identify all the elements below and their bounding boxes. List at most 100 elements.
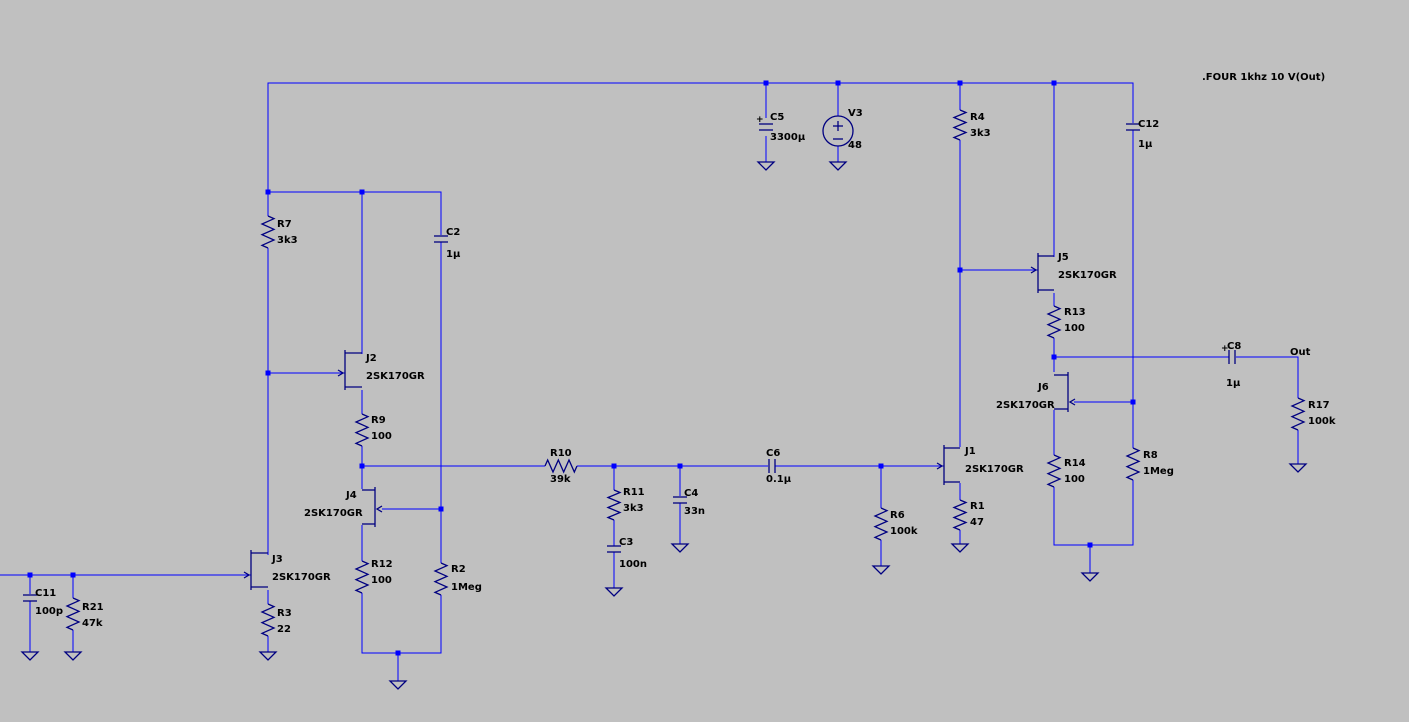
r6-component[interactable] — [873, 507, 889, 541]
svg-text:+: + — [1221, 344, 1229, 354]
c8-component[interactable]: + — [1221, 344, 1236, 364]
r10-value-label: 39k — [550, 474, 571, 485]
r14-name-label: R14 — [1064, 458, 1086, 469]
j2-value-label: 2SK170GR — [366, 371, 425, 382]
r11-name-label: R11 — [623, 487, 645, 498]
junction-dot — [359, 189, 365, 195]
j6-name-label: J6 — [1037, 382, 1049, 393]
junctions — [27, 80, 1136, 656]
ground-icon — [950, 543, 970, 553]
r12-name-label: R12 — [371, 559, 393, 570]
junction-dot — [957, 80, 963, 86]
junction-dot — [611, 463, 617, 469]
r4-name-label: R4 — [970, 112, 985, 123]
c5-component[interactable]: + — [756, 115, 773, 131]
j1-value-label: 2SK170GR — [965, 464, 1024, 475]
j5-component[interactable] — [1030, 253, 1054, 293]
wire — [1236, 356, 1299, 398]
c2-component[interactable] — [434, 235, 448, 243]
j4-name-label: J4 — [345, 490, 357, 501]
c11-component[interactable] — [23, 594, 37, 602]
j3-component[interactable] — [243, 550, 268, 590]
junction-dot — [677, 463, 683, 469]
ground-icon — [20, 651, 40, 661]
c6-component[interactable] — [768, 459, 776, 473]
ground-icon — [258, 651, 278, 661]
c5-value-label: 3300µ — [770, 132, 806, 143]
junction-dot — [359, 463, 365, 469]
c4-value-label: 33n — [684, 506, 705, 517]
r11-component[interactable] — [606, 489, 622, 521]
r7-component[interactable] — [260, 215, 276, 249]
c2-value-label: 1µ — [446, 249, 461, 260]
ground-icon — [1080, 572, 1100, 582]
c6-value-label: 0.1µ — [766, 474, 792, 485]
wire — [361, 593, 442, 654]
c2-name-label: C2 — [446, 227, 460, 238]
junction-dot — [878, 463, 884, 469]
r13-name-label: R13 — [1064, 307, 1086, 318]
j3-value-label: 2SK170GR — [272, 572, 331, 583]
c8-value-label: 1µ — [1226, 378, 1241, 389]
r4-value-label: 3k3 — [970, 128, 991, 139]
c8-name-label: C8 — [1227, 341, 1241, 352]
r7-value-label: 3k3 — [277, 235, 298, 246]
r1-name-label: R1 — [970, 501, 985, 512]
v3-name-label: V3 — [848, 108, 863, 119]
junction-dot — [1051, 80, 1057, 86]
r9-component[interactable] — [354, 413, 370, 447]
c12-name-label: C12 — [1138, 119, 1159, 130]
r2-component[interactable] — [433, 562, 449, 596]
r7-name-label: R7 — [277, 219, 292, 230]
r11-value-label: 3k3 — [623, 503, 644, 514]
r14-component[interactable] — [1046, 454, 1062, 488]
r12-value-label: 100 — [371, 575, 392, 586]
spice-directive[interactable]: .FOUR 1khz 10 V(Out) — [1202, 72, 1325, 83]
r1-component[interactable] — [952, 499, 968, 531]
j5-name-label: J5 — [1057, 252, 1069, 263]
r10-component[interactable] — [544, 458, 578, 474]
j1-name-label: J1 — [964, 446, 976, 457]
j1-component[interactable] — [936, 445, 960, 485]
j4-component[interactable] — [362, 487, 383, 527]
j6-value-label: 2SK170GR — [996, 400, 1055, 411]
junction-dot — [835, 80, 841, 86]
c3-value-label: 100n — [619, 559, 647, 570]
r13-value-label: 100 — [1064, 323, 1085, 334]
r3-name-label: R3 — [277, 608, 292, 619]
r4-component[interactable] — [952, 109, 968, 141]
labels: .FOUR 1khz 10 V(Out) Out C53300µV348R43k… — [35, 72, 1336, 635]
v3-value-label: 48 — [848, 140, 862, 151]
c11-value-label: 100p — [35, 606, 63, 617]
svg-text:+: + — [756, 115, 764, 125]
v3-component[interactable] — [822, 115, 854, 147]
c3-component[interactable] — [607, 545, 621, 553]
r14-value-label: 100 — [1064, 474, 1085, 485]
ground-icon — [388, 680, 408, 690]
r12-component[interactable] — [354, 560, 370, 594]
r2-name-label: R2 — [451, 564, 466, 575]
wires — [0, 82, 1299, 681]
j3-name-label: J3 — [271, 554, 283, 565]
ground-icon — [63, 651, 83, 661]
junction-dot — [265, 370, 271, 376]
r13-component[interactable] — [1046, 305, 1062, 339]
r8-component[interactable] — [1125, 447, 1141, 481]
c4-component[interactable] — [673, 496, 687, 504]
j2-component[interactable] — [337, 350, 362, 390]
components: ++ — [20, 109, 1308, 690]
r17-component[interactable] — [1290, 397, 1306, 431]
r17-name-label: R17 — [1308, 400, 1330, 411]
junction-dot — [1130, 399, 1136, 405]
r3-component[interactable] — [260, 603, 276, 637]
j2-name-label: J2 — [365, 353, 377, 364]
j5-value-label: 2SK170GR — [1058, 270, 1117, 281]
c12-component[interactable] — [1126, 123, 1140, 131]
c5-name-label: C5 — [770, 112, 784, 123]
r21-component[interactable] — [65, 597, 81, 631]
c6-name-label: C6 — [766, 448, 780, 459]
junction-dot — [957, 267, 963, 273]
j6-component[interactable] — [1054, 372, 1076, 412]
r1-value-label: 47 — [970, 517, 984, 528]
